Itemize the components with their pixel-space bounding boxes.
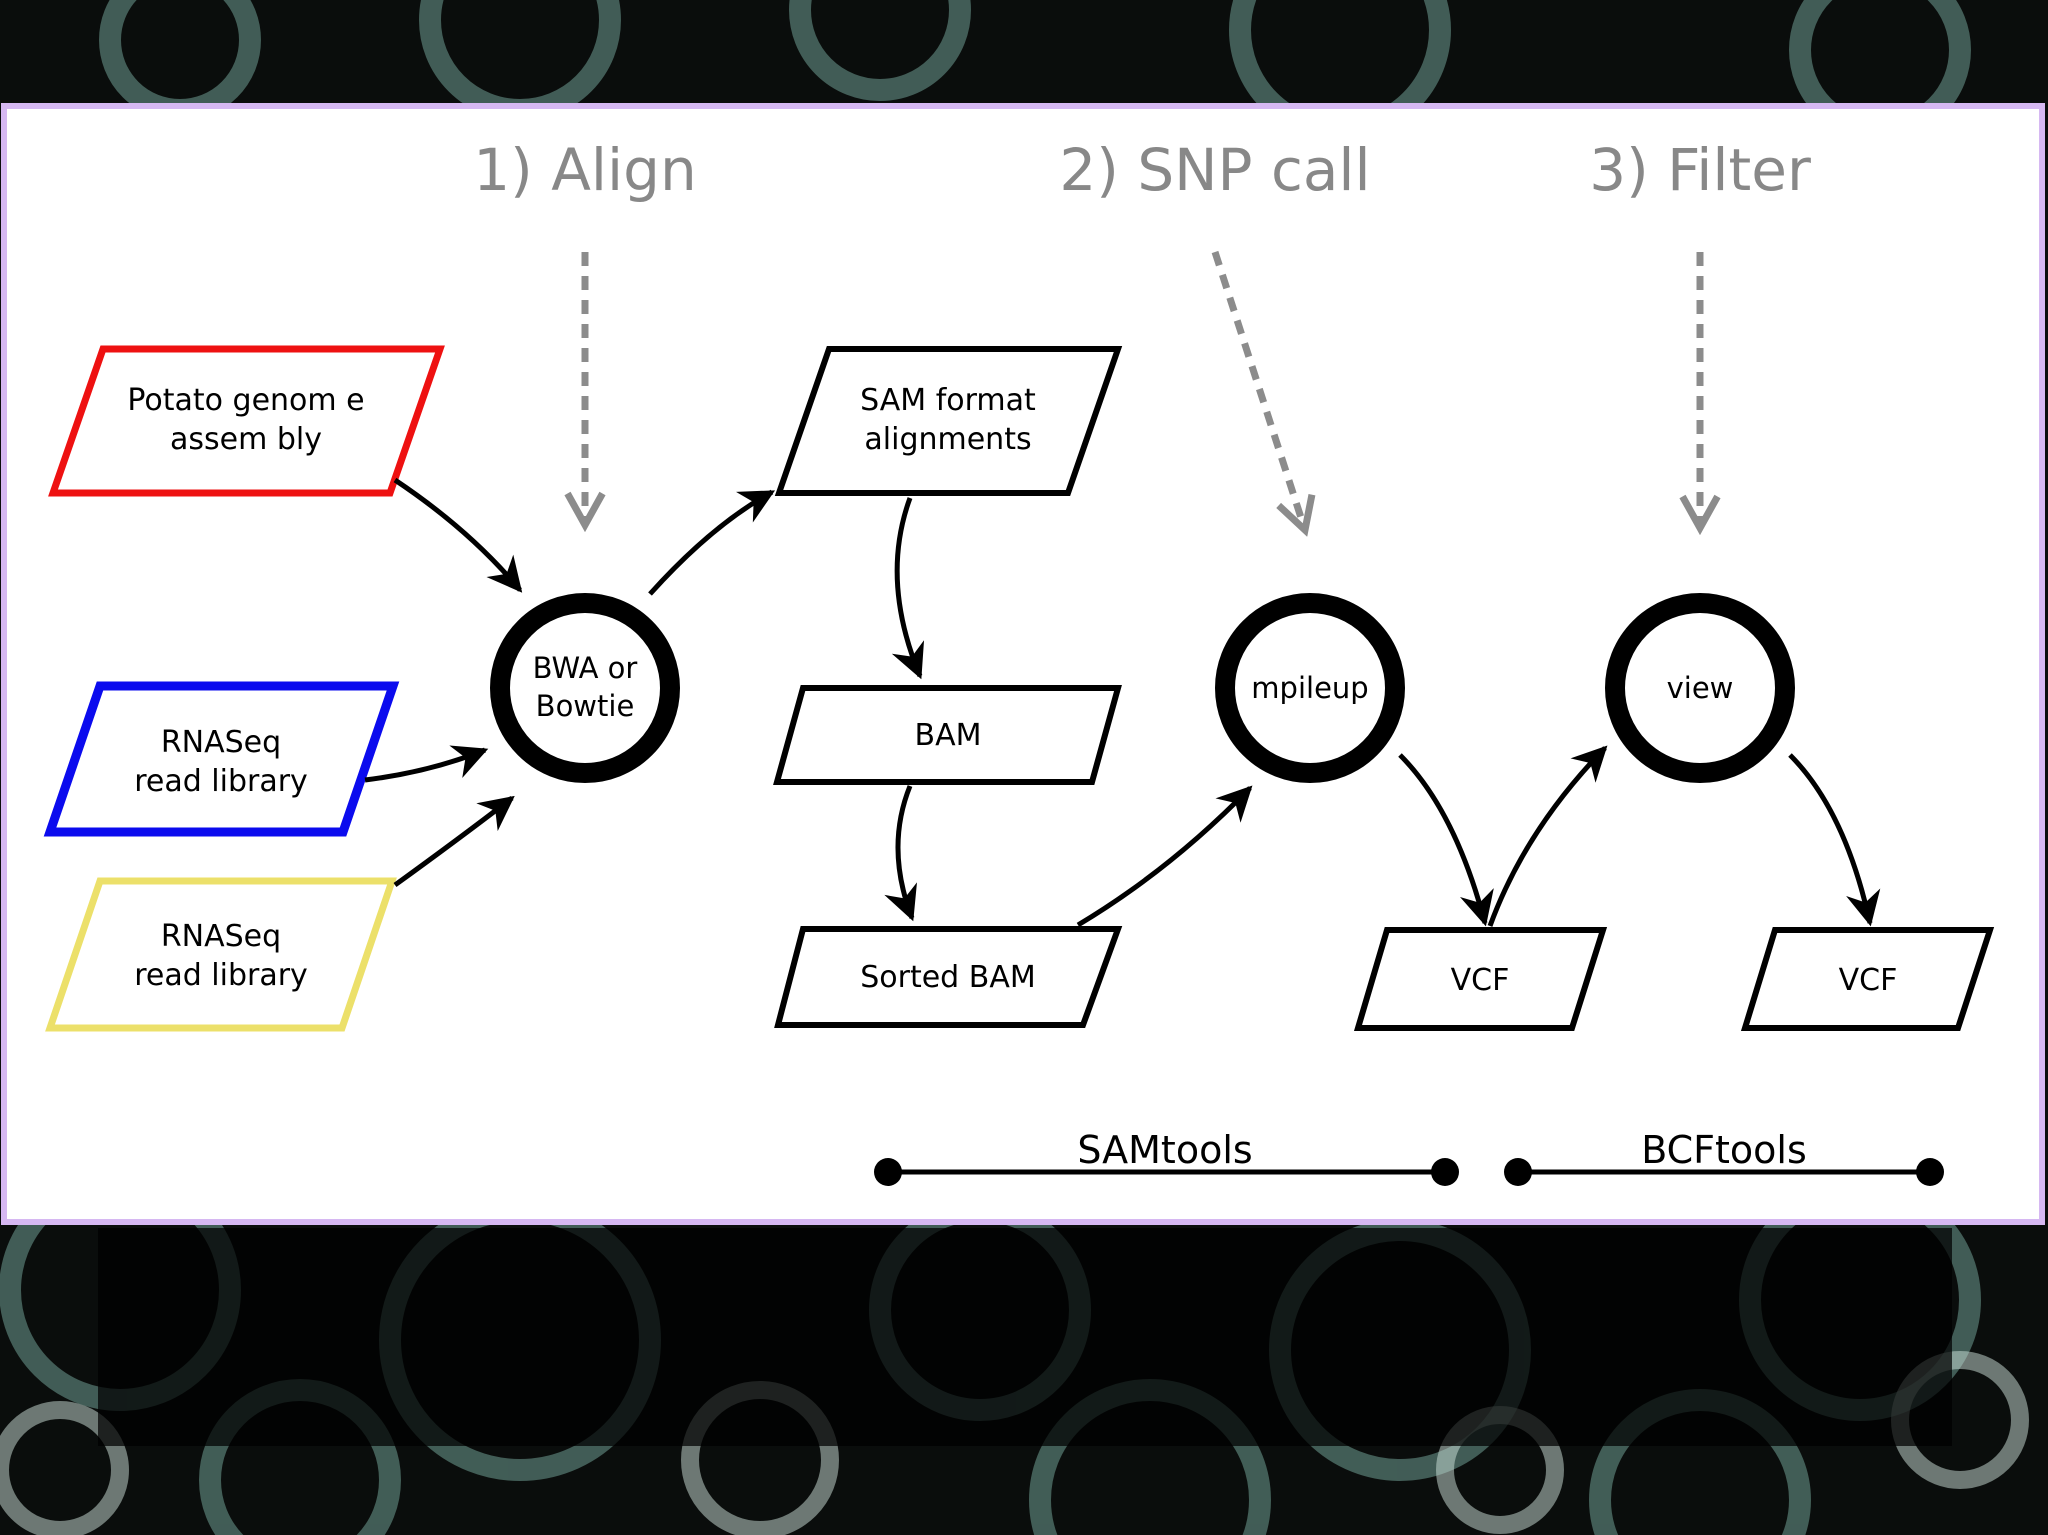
svg-text:read library: read library xyxy=(134,958,308,993)
process-view: view xyxy=(1605,593,1795,783)
node-bam: BAM xyxy=(773,685,1122,785)
node-sam-alignments: SAM format alignments xyxy=(774,346,1123,496)
svg-text:VCF: VCF xyxy=(1451,963,1510,998)
toolbar-samtools: SAMtools xyxy=(874,1128,1459,1186)
svg-text:Sorted BAM: Sorted BAM xyxy=(860,960,1036,995)
svg-text:RNASeq: RNASeq xyxy=(161,725,281,760)
input-rnaseq-blue: RNASeq read library xyxy=(43,681,400,837)
svg-text:VCF: VCF xyxy=(1839,963,1898,998)
input-genome: Potato genom e assem bly xyxy=(48,345,445,497)
process-aligner: BWA or Bowtie xyxy=(490,593,680,783)
input-rnaseq-yellow: RNASeq read library xyxy=(45,877,397,1032)
step-label-align: 1) Align xyxy=(473,136,696,204)
step-arrows xyxy=(585,250,1700,530)
svg-text:mpileup: mpileup xyxy=(1251,671,1368,705)
svg-text:SAM format: SAM format xyxy=(860,383,1036,418)
svg-text:alignments: alignments xyxy=(864,422,1031,457)
step-label-snp-call: 2) SNP call xyxy=(1059,136,1370,204)
svg-text:BAM: BAM xyxy=(915,718,982,753)
svg-text:RNASeq: RNASeq xyxy=(161,919,281,954)
svg-text:assem bly: assem bly xyxy=(170,422,322,457)
svg-text:Potato genom e: Potato genom e xyxy=(127,383,364,418)
toolbar-bcftools: BCFtools xyxy=(1504,1128,1944,1186)
svg-text:view: view xyxy=(1667,671,1734,705)
svg-text:SAMtools: SAMtools xyxy=(1077,1128,1252,1172)
svg-text:BWA or: BWA or xyxy=(533,651,638,685)
svg-text:BCFtools: BCFtools xyxy=(1641,1128,1807,1172)
node-vcf-raw: VCF xyxy=(1353,927,1608,1031)
svg-text:read library: read library xyxy=(134,764,308,799)
svg-text:Bowtie: Bowtie xyxy=(536,689,635,723)
node-vcf-filtered: VCF xyxy=(1740,927,1995,1031)
flow-arrows xyxy=(364,477,1881,928)
step-label-filter: 3) Filter xyxy=(1589,136,1811,204)
process-mpileup: mpileup xyxy=(1215,593,1405,783)
node-sorted-bam: Sorted BAM xyxy=(774,926,1123,1028)
